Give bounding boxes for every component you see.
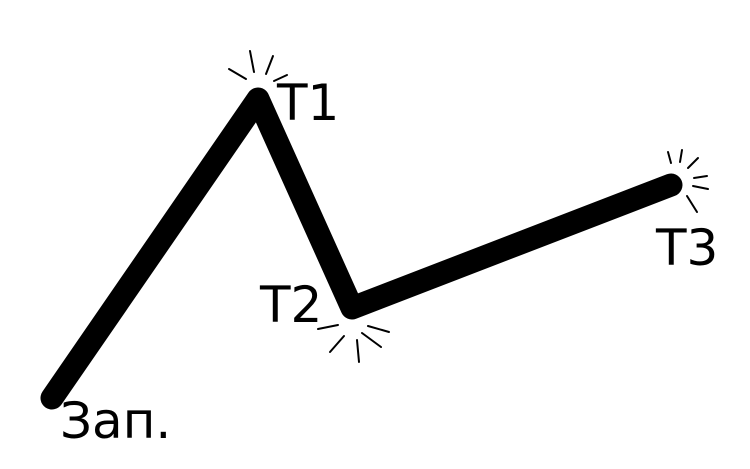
route-path [40,87,683,410]
sparkle-t3-icon [667,149,709,213]
sparkle-t2-icon [317,324,390,363]
label-t3: T3 [656,219,719,277]
label-t2: T2 [260,276,323,334]
label-start: Зап. [60,392,172,450]
label-t1: T1 [277,74,340,132]
sparkle-t1-icon [228,50,288,82]
